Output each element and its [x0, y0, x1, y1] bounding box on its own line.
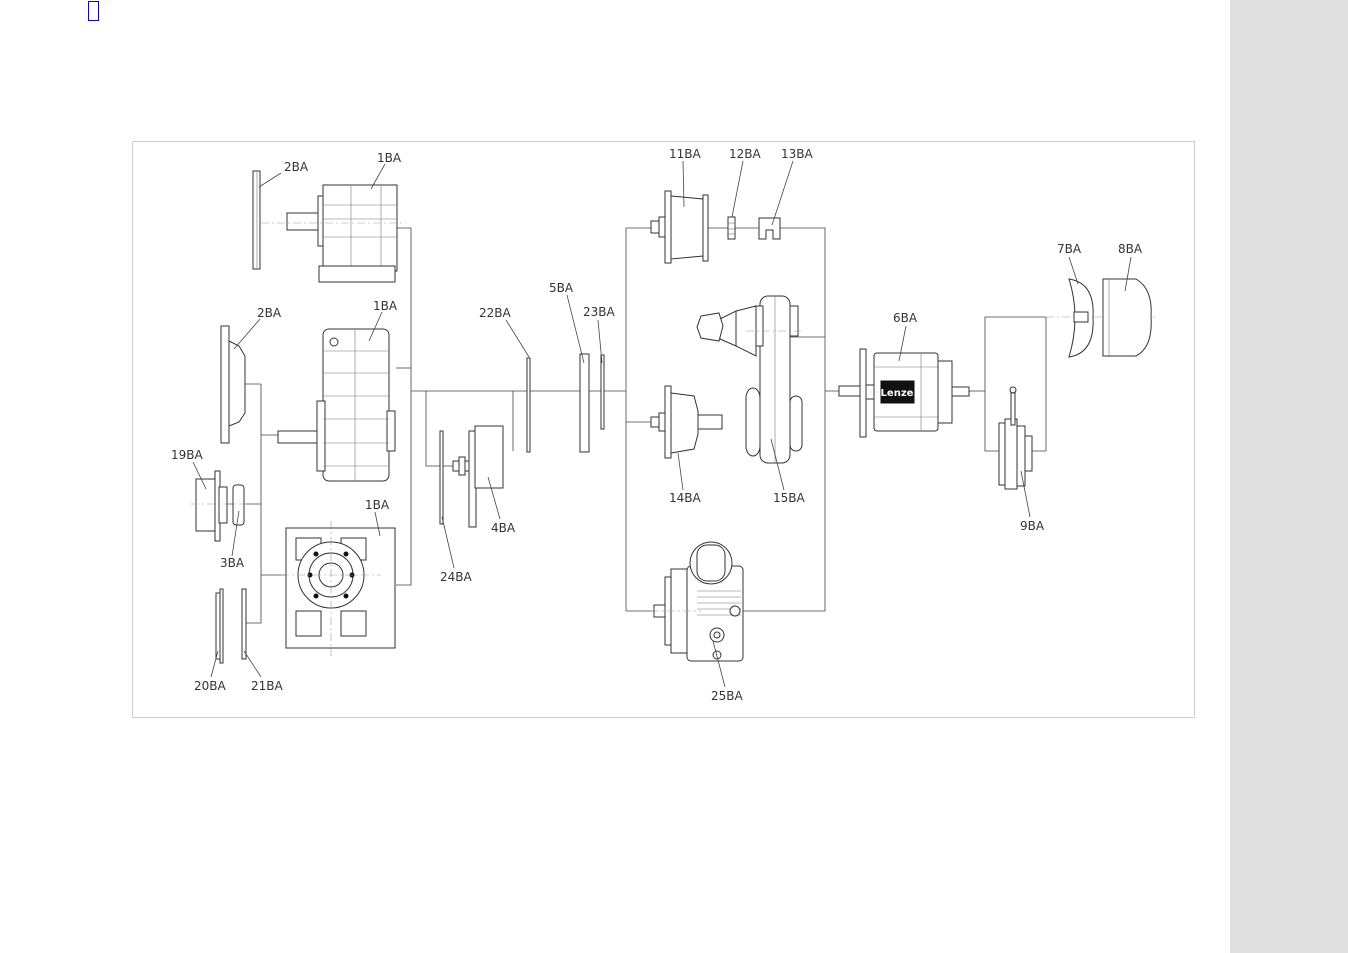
- motor-6ba: Lenze: [839, 349, 969, 437]
- label-1ba-mid: 1BA: [373, 299, 398, 313]
- flange-2ba-top: [253, 171, 260, 269]
- label-15ba: 15BA: [773, 491, 806, 505]
- label-25ba: 25BA: [711, 689, 744, 703]
- label-5ba: 5BA: [549, 281, 574, 295]
- label-8ba: 8BA: [1118, 242, 1143, 256]
- label-4ba: 4BA: [491, 521, 516, 535]
- label-22ba: 22BA: [479, 306, 512, 320]
- bookmark-icon[interactable]: [88, 1, 99, 21]
- exploded-view-figure: Lenze: [132, 141, 1195, 718]
- label-1ba-top: 1BA: [377, 151, 402, 165]
- label-12ba: 12BA: [729, 147, 762, 161]
- label-9ba: 9BA: [1020, 519, 1045, 533]
- label-1ba-bottom: 1BA: [365, 498, 390, 512]
- label-13ba: 13BA: [781, 147, 814, 161]
- label-6ba: 6BA: [893, 311, 918, 325]
- label-19ba: 19BA: [171, 448, 204, 462]
- adapter-4ba: [453, 426, 503, 527]
- plates-20ba-21ba: [216, 589, 246, 663]
- coupling-13ba: [759, 218, 780, 239]
- flange-2ba-mid: [221, 326, 245, 443]
- gasket-22ba: [527, 358, 530, 452]
- gasket-24ba: [440, 431, 443, 524]
- label-2ba-top: 2BA: [284, 160, 309, 174]
- gearbox-25ba: [651, 542, 743, 661]
- gearbox-1ba-top: [261, 185, 406, 282]
- label-24ba: 24BA: [440, 570, 473, 584]
- label-7ba: 7BA: [1057, 242, 1082, 256]
- adapter-14ba: [651, 386, 722, 458]
- brake-9ba: [999, 387, 1032, 489]
- label-21ba: 21BA: [251, 679, 284, 693]
- belt-drive-15ba: [697, 296, 802, 463]
- right-margin-panel: [1230, 0, 1348, 953]
- label-23ba: 23BA: [583, 305, 616, 319]
- gearbox-1ba-bottom: [281, 521, 395, 656]
- label-20ba: 20BA: [194, 679, 227, 693]
- adapter-11ba: [651, 191, 708, 263]
- exploded-view-drawing: Lenze: [133, 142, 1196, 719]
- label-11ba: 11BA: [669, 147, 702, 161]
- gearbox-1ba-mid: [278, 329, 395, 481]
- fan-7ba: [1069, 279, 1093, 357]
- cover-19ba-3ba: [191, 471, 251, 541]
- label-2ba-mid: 2BA: [257, 306, 282, 320]
- coupling-12ba: [728, 217, 735, 239]
- gasket-23ba: [601, 355, 604, 429]
- label-14ba: 14BA: [669, 491, 702, 505]
- fan-cover-8ba: [1103, 279, 1151, 356]
- lenze-logo-text: Lenze: [881, 388, 914, 399]
- label-3ba: 3BA: [220, 556, 245, 570]
- flange-5ba: [580, 354, 589, 452]
